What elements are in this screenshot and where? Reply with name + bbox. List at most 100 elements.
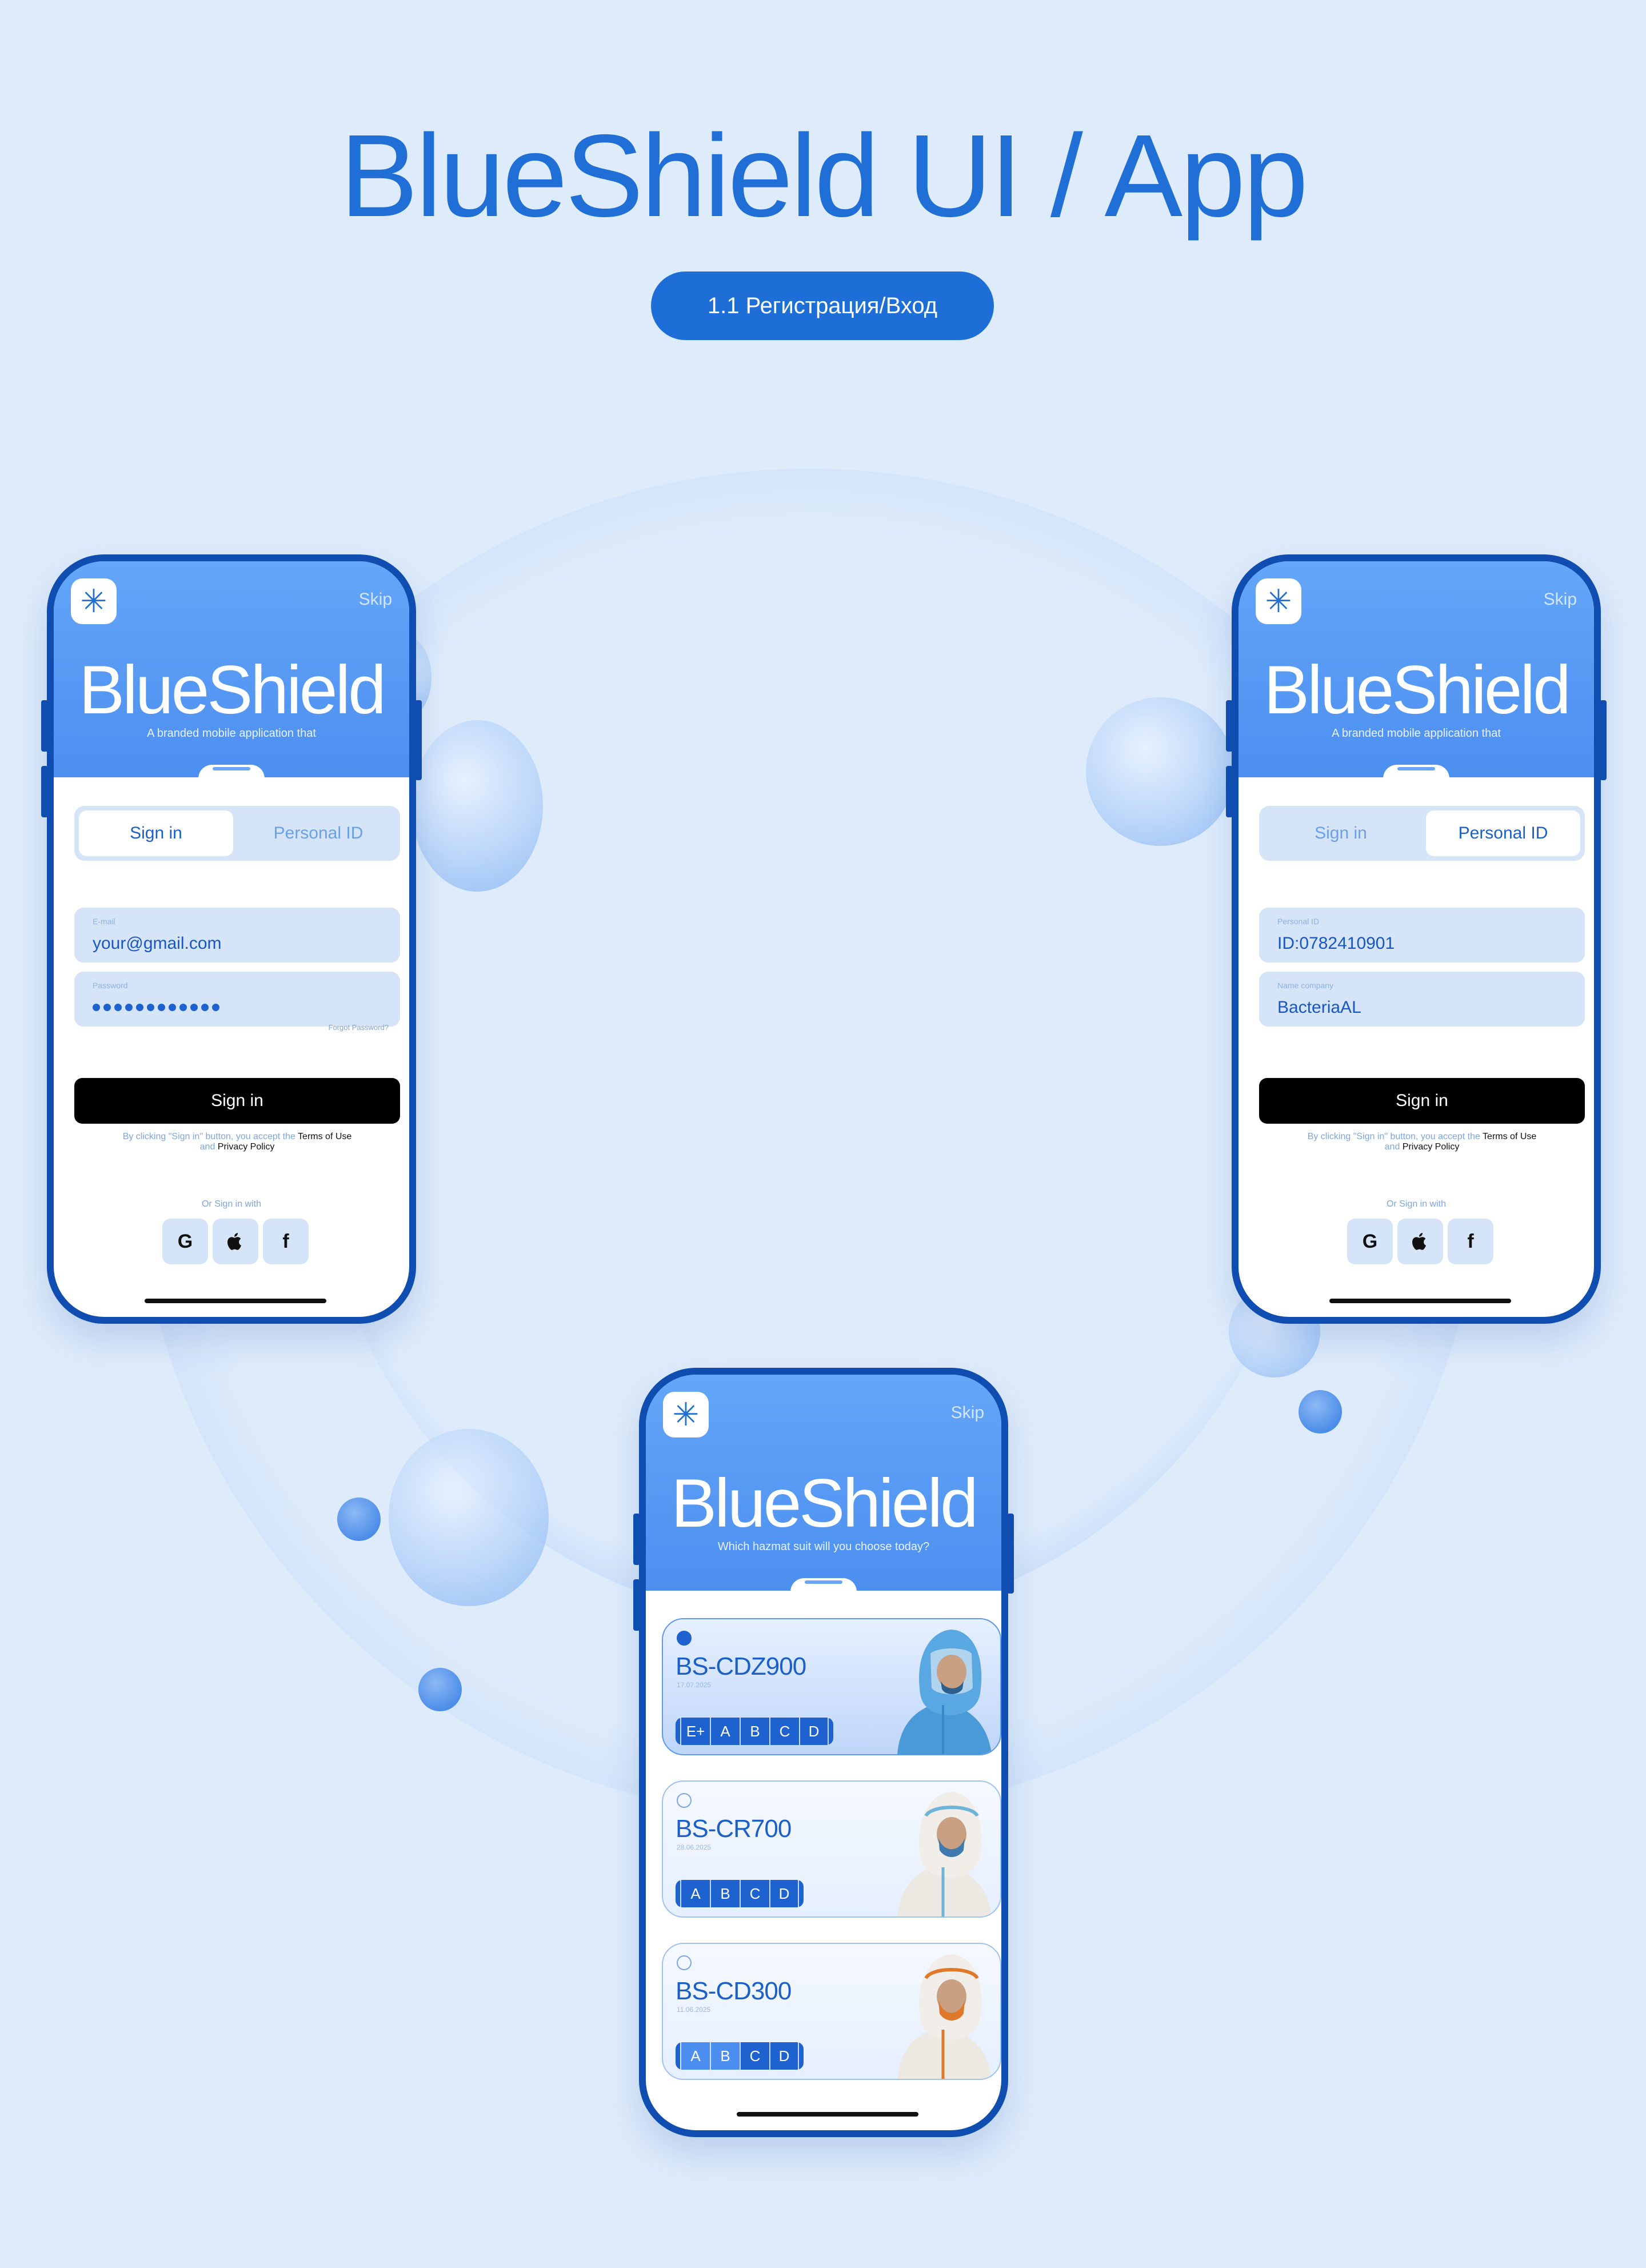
privacy-policy-link[interactable]: Privacy Policy — [217, 1142, 275, 1152]
hero-header: ✳︎ Skip BlueShield Which hazmat suit wil… — [646, 1375, 1001, 1592]
facebook-icon[interactable]: f — [1448, 1219, 1493, 1264]
decorative-bubble — [412, 720, 543, 892]
phone-sign-in-personal-id: ✳︎ Skip BlueShield A branded mobile appl… — [1226, 554, 1607, 1324]
protection-grades: A B C D — [676, 1880, 804, 1907]
apple-icon[interactable] — [1397, 1219, 1443, 1264]
grade-badge: D — [769, 2042, 799, 2070]
phone-side-button — [633, 1514, 640, 1565]
suit-date: 11.06.2025 — [677, 2006, 711, 2014]
home-indicator[interactable] — [1329, 1299, 1511, 1303]
hazmat-suit-image — [897, 1954, 992, 2079]
phone-screen: ✳︎ Skip BlueShield Which hazmat suit wil… — [646, 1375, 1001, 2130]
grade-badge: B — [710, 2042, 740, 2070]
decorative-dot — [418, 1668, 462, 1711]
suit-date: 17.07.2025 — [677, 1681, 712, 1689]
terms-and-text: and — [1384, 1142, 1403, 1152]
phone-power-button — [1007, 1514, 1014, 1594]
email-label: E-mail — [93, 917, 115, 926]
sheet-handle[interactable] — [213, 767, 250, 770]
hazmat-suit-image — [897, 1630, 992, 1754]
terms-of-use-link[interactable]: Terms of Use — [1483, 1132, 1537, 1141]
phone-sign-in-email: ✳︎ Skip BlueShield A branded mobile appl… — [41, 554, 422, 1324]
decorative-bubble — [389, 1429, 549, 1606]
grade-badge: A — [680, 2042, 710, 2070]
grade-badge: A — [710, 1718, 740, 1745]
phone-power-button — [1600, 700, 1607, 780]
terms-of-use-link[interactable]: Terms of Use — [298, 1132, 352, 1141]
sheet-handle[interactable] — [805, 1580, 842, 1584]
personal-id-value[interactable]: ID:0782410901 — [1277, 934, 1395, 953]
phone-suit-selection: ✳︎ Skip BlueShield Which hazmat suit wil… — [633, 1368, 1014, 2137]
email-value[interactable]: your@gmail.com — [93, 934, 222, 953]
password-label: Password — [93, 981, 128, 990]
company-name-field[interactable]: Name company BacteriaAL — [1259, 972, 1585, 1027]
brand-logo: BlueShield — [1264, 652, 1571, 728]
suit-card[interactable]: BS-CD300 11.06.2025 A B C D — [662, 1943, 1001, 2080]
grade-badge: A — [680, 1880, 710, 1907]
skip-link[interactable]: Skip — [1543, 590, 1577, 609]
section-badge: 1.1 Регистрация/Вход — [651, 271, 994, 340]
asterisk-icon[interactable]: ✳︎ — [1256, 578, 1301, 624]
brand-logo: BlueShield — [79, 652, 386, 728]
sheet-handle[interactable] — [1397, 767, 1435, 770]
suit-radio[interactable] — [677, 1631, 692, 1646]
skip-link[interactable]: Skip — [950, 1403, 984, 1422]
suit-name: BS-CD300 — [676, 1977, 792, 2005]
suit-card[interactable]: BS-CR700 28.06.2025 A B C D — [662, 1780, 1001, 1918]
suit-name: BS-CDZ900 — [676, 1652, 806, 1680]
facebook-icon[interactable]: f — [263, 1219, 309, 1264]
phone-side-button — [41, 766, 48, 817]
asterisk-icon[interactable]: ✳︎ — [71, 578, 117, 624]
email-field[interactable]: E-mail your@gmail.com — [74, 908, 400, 963]
tab-personal-id[interactable]: Personal ID — [1426, 810, 1580, 856]
terms-text: By clicking "Sign in" button, you accept… — [122, 1132, 298, 1141]
company-name-label: Name company — [1277, 981, 1334, 990]
personal-id-field[interactable]: Personal ID ID:0782410901 — [1259, 908, 1585, 963]
home-indicator[interactable] — [145, 1299, 326, 1303]
grade-badge: C — [740, 1880, 769, 1907]
terms-and-text: and — [199, 1142, 218, 1152]
auth-method-switch: Sign in Personal ID — [74, 806, 400, 861]
password-mask[interactable] — [93, 1004, 219, 1011]
page-title: BlueShield UI / App — [339, 110, 1308, 241]
or-sign-in-with-label: Or Sign in with — [1386, 1199, 1447, 1209]
asterisk-icon[interactable]: ✳︎ — [663, 1392, 709, 1438]
suit-date: 28.06.2025 — [677, 1843, 712, 1851]
privacy-policy-link[interactable]: Privacy Policy — [1402, 1142, 1460, 1152]
terms-text: By clicking "Sign in" button, you accept… — [1307, 1132, 1483, 1141]
grade-badge: D — [799, 1718, 829, 1745]
suit-radio[interactable] — [677, 1955, 692, 1970]
suit-card[interactable]: BS-CDZ900 17.07.2025 E+ A B C D — [662, 1618, 1001, 1755]
grade-badge: D — [769, 1880, 799, 1907]
hero-header: ✳︎ Skip BlueShield A branded mobile appl… — [1239, 561, 1594, 778]
sign-in-button[interactable]: Sign in — [1259, 1078, 1585, 1124]
auth-method-switch: Sign in Personal ID — [1259, 806, 1585, 861]
apple-icon[interactable] — [213, 1219, 258, 1264]
decorative-bubble — [1086, 697, 1234, 846]
suit-radio[interactable] — [677, 1793, 692, 1808]
home-indicator[interactable] — [737, 2112, 918, 2117]
grade-badge: B — [710, 1880, 740, 1907]
grade-badge: E+ — [680, 1718, 710, 1745]
phone-screen: ✳︎ Skip BlueShield A branded mobile appl… — [1239, 561, 1594, 1317]
tab-sign-in[interactable]: Sign in — [79, 810, 233, 856]
grade-badge: B — [740, 1718, 769, 1745]
google-icon[interactable]: G — [162, 1219, 208, 1264]
terms-notice: By clicking "Sign in" button, you accept… — [1259, 1132, 1585, 1152]
tab-sign-in[interactable]: Sign in — [1315, 824, 1367, 842]
or-sign-in-with-label: Or Sign in with — [201, 1199, 262, 1209]
forgot-password-link[interactable]: Forgot Password? — [328, 1023, 389, 1032]
tab-personal-id[interactable]: Personal ID — [273, 824, 363, 842]
brand-logo: BlueShield — [671, 1465, 978, 1542]
skip-link[interactable]: Skip — [358, 590, 392, 609]
sign-in-button[interactable]: Sign in — [74, 1078, 400, 1124]
brand-tagline: A branded mobile application that — [1332, 727, 1501, 740]
company-name-value[interactable]: BacteriaAL — [1277, 998, 1361, 1017]
google-icon[interactable]: G — [1347, 1219, 1393, 1264]
password-field[interactable]: Password — [74, 972, 400, 1027]
decorative-dot — [1299, 1390, 1342, 1434]
phone-side-button — [41, 700, 48, 752]
hero-header: ✳︎ Skip BlueShield A branded mobile appl… — [54, 561, 409, 778]
phone-side-button — [633, 1579, 640, 1631]
suit-name: BS-CR700 — [676, 1815, 792, 1843]
